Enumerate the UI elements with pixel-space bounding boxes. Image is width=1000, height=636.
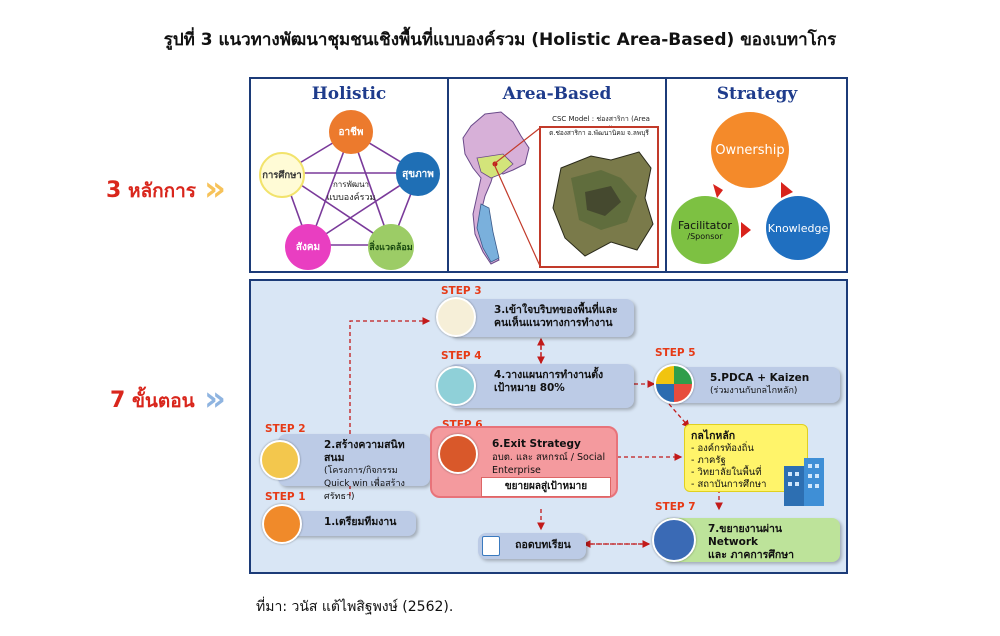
team-icon [262,504,302,544]
holistic-node-society: สังคม [285,224,331,270]
chart-icon [436,297,476,337]
network-icon [652,518,696,562]
step3-line2: คนเห็นแนวทางการทำงาน [494,317,613,329]
holistic-title: Holistic [311,84,387,104]
lesson-text: ถอดบทเรียน [515,539,571,551]
step5-line2: (ร่วมงานกับกลไกหลัก) [710,386,798,396]
flow-arrows [346,317,723,548]
step2-line2: (โครงการ/กิจกรรม [324,466,398,476]
step2-label: STEP 2 [265,423,306,435]
core-title: กลไกหลัก [691,430,736,442]
step2-line1: 2.สร้างความสนิทสนม [324,439,405,464]
checklist-icon [482,536,500,556]
step4-label: STEP 4 [441,350,482,362]
holistic-center-top: การพัฒนา [332,180,370,189]
facilitator-circle: Facilitator /Sponsor [671,196,739,264]
figure-title: รูปที่ 3 แนวทางพัฒนาชุมชนเชิงพื้นที่แบบอ… [163,30,837,50]
step4-box: 4.วางแผนการทำงานตั้ง เป้าหมาย 80% [448,364,634,408]
callout-lines [493,127,541,267]
chevron-right-icon: » [204,169,226,209]
steps-number: 7 [110,388,126,413]
step6-line1: 6.Exit Strategy [492,438,581,450]
knowledge-circle: Knowledge [766,196,830,260]
strategy-title: Strategy [716,84,798,104]
core-item: - สถาบันการศึกษา [691,479,767,490]
steps-text: ขั้นตอน [131,390,195,412]
holistic-center-bottom: แบบองค์รวม [326,193,376,203]
step2-line3: Quick win เพื่อสร้างศรัทธา) [324,479,405,502]
steps-label: 7 ขั้นตอน [110,386,195,416]
holistic-node-environment: สิ่งแวดล้อม [368,224,414,270]
calendar-icon [436,366,476,406]
core-item: - วิทยาลัยในพื้นที่ [691,467,762,478]
facilitator-label: Facilitator [678,219,732,232]
handshake-icon [260,440,300,480]
step6-line2: อบต. และ สหกรณ์ / Social [492,452,606,463]
step7-box: 7.ขยายงานผ่าน Network และ ภาคการศึกษา [662,518,840,562]
satellite-map-image [552,151,654,257]
step5-label: STEP 5 [655,347,696,359]
step1-text: 1.เตรียมทีมงาน [324,516,397,528]
core-item: - ภาครัฐ [691,455,726,466]
divider [665,77,667,273]
step7-line2: และ ภาคการศึกษา [708,549,795,561]
principles-text: หลักการ [127,180,196,202]
ownership-circle: Ownership [711,112,789,188]
step7-label: STEP 7 [655,501,696,513]
pdca-cycle-icon [654,364,694,404]
building-icon [784,458,824,506]
step4-line2: เป้าหมาย 80% [494,382,565,394]
step1-label: STEP 1 [265,491,306,503]
step6-line3: Enterprise [492,465,541,476]
people-circle-icon [438,434,478,474]
step3-label: STEP 3 [441,285,482,297]
step7-line1: 7.ขยายงานผ่าน Network [708,523,783,548]
strategy-cycle-arrows [713,182,793,238]
area-place-label: ต.ช่องสาริกา อ.พัฒนานิคม จ.ลพบุรี [549,129,649,137]
step5-line1: 5.PDCA + Kaizen [710,372,810,384]
holistic-node-career: อาชีพ [329,110,373,154]
step3-line1: 3.เข้าใจบริบทของพื้นที่และ [494,304,618,316]
sponsor-label: /Sponsor [687,232,723,241]
area-title: Area-Based [502,84,612,104]
divider [447,77,449,273]
holistic-node-health: สุขภาพ [396,152,440,196]
chevron-right-icon: » [204,379,226,419]
principles-label: 3 หลักการ [106,176,196,206]
source-note: ที่มา: วนัส แต้ไพสิฐพงษ์ (2562). [256,599,454,615]
principles-number: 3 [106,178,122,203]
expand-result-box: ขยายผลสู่เป้าหมาย [481,477,611,497]
step2-box: 2.สร้างความสนิทสนม (โครงการ/กิจกรรม Quic… [278,434,430,502]
step4-line1: 4.วางแผนการทำงานตั้ง [494,369,604,381]
step3-box: 3.เข้าใจบริบทของพื้นที่และ คนเห็นแนวทางก… [448,299,634,337]
core-item: - องค์กรท้องถิ่น [691,443,754,454]
holistic-node-education: การศึกษา [259,152,305,198]
